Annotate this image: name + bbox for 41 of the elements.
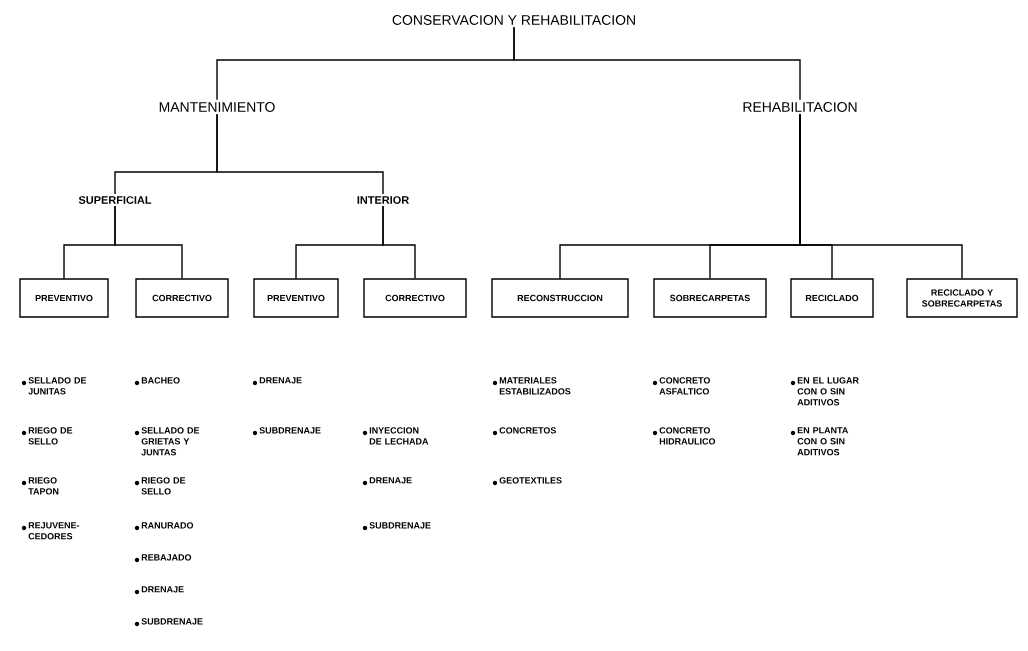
connector-line	[382, 205, 416, 279]
bullet-item: SUBDRENAJE	[134, 618, 203, 627]
category-box: CORRECTIVO	[135, 278, 229, 318]
bullet-item: SELLADO DE JUNITAS	[21, 377, 87, 395]
bullet-item: RIEGO DE SELLO	[134, 477, 186, 495]
category-box: RECICLADO	[790, 278, 874, 318]
connector-line	[114, 205, 183, 279]
category-box: CORRECTIVO	[363, 278, 467, 318]
bullet-item: RIEGO TAPON	[21, 477, 59, 495]
bullet-item: SUBDRENAJE	[252, 427, 321, 436]
bullet-item: CONCRETO HIDRAULICO	[652, 427, 716, 445]
heading-text: MANTENIMIENTO	[159, 102, 275, 112]
category-box: PREVENTIVO	[253, 278, 339, 318]
category-box: PREVENTIVO	[19, 278, 109, 318]
category-box: RECICLADO Y SOBRECARPETAS	[906, 278, 1018, 318]
heading-text: INTERIOR	[357, 196, 409, 204]
bullet-item: CONCRETOS	[492, 427, 556, 436]
bullet-item: SELLADO DE GRIETAS Y JUNTAS	[134, 427, 200, 456]
bullet-item: REJUVENE- CEDORES	[21, 522, 80, 540]
category-box: SOBRECARPETAS	[653, 278, 767, 318]
bullet-item: MATERIALES ESTABILIZADOS	[492, 377, 571, 395]
heading-text: CONSERVACION Y REHABILITACION	[392, 15, 635, 25]
bullet-item: DRENAJE	[362, 477, 412, 486]
bullet-item: RANURADO	[134, 522, 194, 531]
bullet-item: DRENAJE	[134, 586, 184, 595]
connector-line	[799, 113, 963, 279]
bullet-item: CONCRETO ASFALTICO	[652, 377, 710, 395]
connector-line	[513, 26, 801, 101]
bullet-item: EN PLANTA CON O SIN ADITIVOS	[790, 427, 849, 456]
bullet-item: EN EL LUGAR CON O SIN ADITIVOS	[790, 377, 859, 406]
bullet-item: GEOTEXTILES	[492, 477, 562, 486]
bullet-item: SUBDRENAJE	[362, 522, 431, 531]
connector-line	[216, 113, 384, 195]
bullet-item: DRENAJE	[252, 377, 302, 386]
heading-text: SUPERFICIAL	[78, 196, 152, 204]
bullet-item: BACHEO	[134, 377, 180, 386]
heading-text: REHABILITACION	[743, 102, 857, 112]
category-box: RECONSTRUCCION	[491, 278, 629, 318]
bullet-item: RIEGO DE SELLO	[21, 427, 73, 445]
bullet-item: INYECCION DE LECHADA	[362, 427, 429, 445]
bullet-item: REBAJADO	[134, 554, 192, 563]
